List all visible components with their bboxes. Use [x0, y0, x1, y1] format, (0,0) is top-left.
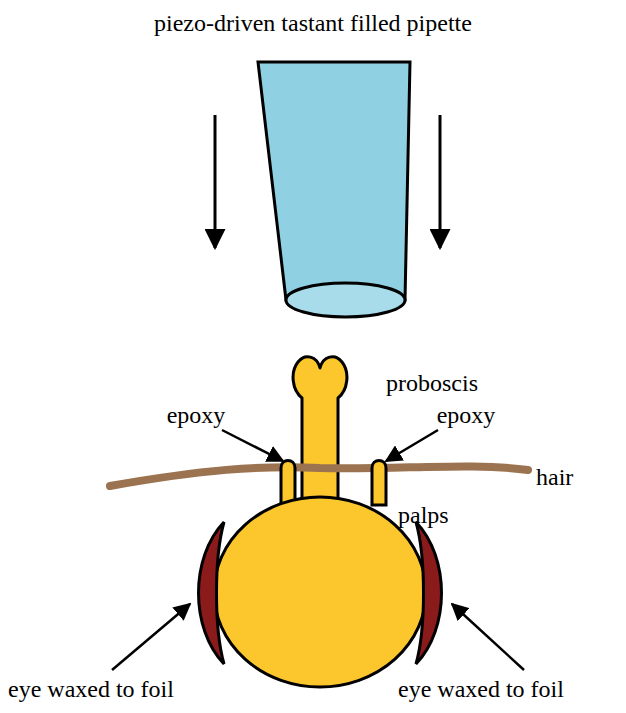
part-label: palps: [398, 502, 449, 528]
pipette-tip: [286, 283, 405, 317]
part-label: hair: [536, 464, 573, 490]
leader-arrow: [222, 430, 283, 461]
palp: [372, 461, 386, 506]
pipette-label: piezo-driven tastant filled pipette: [154, 10, 472, 36]
leader-arrow: [112, 604, 190, 670]
fly-head: [214, 497, 426, 687]
part-label: eye waxed to foil: [8, 676, 174, 702]
part-label: epoxy: [437, 402, 496, 428]
motion-arrow: [214, 115, 217, 248]
hair-strand: [110, 466, 528, 486]
eye-right: [416, 522, 442, 664]
pipette-body: [258, 62, 410, 300]
part-label: eye waxed to foil: [398, 676, 564, 702]
proboscis-shape: [293, 357, 347, 510]
palp: [281, 461, 295, 506]
leader-arrow: [386, 430, 438, 461]
motion-arrow: [439, 115, 442, 248]
leader-arrow: [452, 604, 524, 670]
part-label: proboscis: [386, 370, 478, 396]
eye-left: [199, 522, 225, 664]
part-label: epoxy: [167, 402, 226, 428]
